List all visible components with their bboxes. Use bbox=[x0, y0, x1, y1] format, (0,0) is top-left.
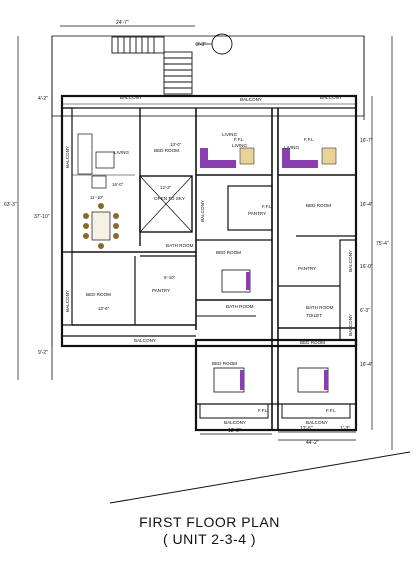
drawing-title: FIRST FLOOR PLAN bbox=[139, 514, 280, 530]
label-balcony-middle: BALCONY bbox=[200, 200, 205, 222]
sofa-middle bbox=[200, 148, 236, 168]
bed-middle bbox=[221, 269, 251, 293]
dim-right-3: 16'-0" bbox=[360, 264, 373, 270]
label-balcony-top-left: BALCONY bbox=[120, 95, 142, 100]
label-bath-room-left: BATH ROOM bbox=[166, 243, 194, 248]
label-ffl-4: F.F.L bbox=[258, 408, 268, 413]
circle-marker bbox=[211, 33, 233, 55]
label-living-right: LIVING bbox=[284, 145, 299, 150]
label-balcony-right-1: BALCONY bbox=[348, 250, 353, 272]
label-balcony-bottom-left: BALCONY bbox=[134, 338, 156, 343]
dim-bed-left-bottom: 13'-6" bbox=[98, 306, 110, 311]
dim-right-1: 16'-7" bbox=[360, 138, 373, 144]
staircase bbox=[111, 36, 193, 95]
tv-unit-middle bbox=[239, 147, 255, 165]
label-pantry-left: PANTRY bbox=[152, 288, 170, 293]
label-bath-room-right: BATH ROOM bbox=[306, 305, 334, 310]
bed-bottom-left bbox=[213, 367, 245, 393]
label-bath-room-middle: BATH ROOM bbox=[226, 304, 254, 309]
dim-top-width: 24'-7" bbox=[116, 20, 129, 26]
dim-bottom-3: 1'-3" bbox=[340, 426, 350, 432]
drawing-subtitle: ( UNIT 2-3-4 ) bbox=[162, 531, 257, 547]
dim-top-right: 3'-3" bbox=[196, 42, 206, 48]
dim-bottom-1: 12'-8" bbox=[228, 428, 241, 434]
label-open-to-sky: OPEN TO SKY bbox=[154, 196, 185, 201]
label-balcony-bottom-right: BALCONY bbox=[306, 420, 328, 425]
dim-bottom-2: 12'-5" bbox=[300, 426, 313, 432]
dim-left-mid: 37'-10" bbox=[34, 214, 50, 220]
dining-table bbox=[83, 203, 119, 249]
sofa-right bbox=[282, 148, 318, 168]
label-balcony-top-mid: BALCONY bbox=[240, 97, 262, 102]
label-ffl-5: F.F.L bbox=[326, 408, 336, 413]
label-balcony-left-lower: BALCONY bbox=[65, 290, 70, 312]
label-ffl-3: F.F.L bbox=[262, 204, 272, 209]
label-pantry-middle: PANTRY bbox=[248, 211, 266, 216]
label-balcony-top-right: BALCONY bbox=[320, 95, 342, 100]
dim-living-left: 16'-0" bbox=[112, 182, 124, 187]
dim-dining: 11'-10" bbox=[90, 195, 104, 200]
label-bedroom-middle: BED ROOM bbox=[216, 250, 241, 255]
dim-right-5: 16'-4" bbox=[360, 362, 373, 368]
tv-unit-right bbox=[321, 147, 337, 165]
dim-left-total: 63'-3" bbox=[4, 202, 17, 208]
dim-right-total: 75'-4" bbox=[376, 241, 389, 247]
label-bedroom-bottom-right: BED ROOM bbox=[300, 340, 325, 345]
label-balcony-right-2: BALCONY bbox=[348, 314, 353, 336]
label-bedroom-right: BED ROOM bbox=[306, 203, 331, 208]
label-ffl-1: F.F.L bbox=[234, 137, 244, 142]
dim-right-2: 16'-4" bbox=[360, 202, 373, 208]
label-bedroom-left-bottom: BED ROOM bbox=[86, 292, 111, 297]
label-pantry-right: PANTRY bbox=[298, 266, 316, 271]
dim-bottom-total: 44'-2" bbox=[306, 440, 319, 446]
label-balcony-left-upper: BALCONY bbox=[65, 146, 70, 168]
label-bedroom-bottom-left: BED ROOM bbox=[212, 361, 237, 366]
sofa-set-left bbox=[77, 133, 115, 189]
dim-bed-left-top: 13'-0" bbox=[170, 142, 182, 147]
label-living-left: LIVING bbox=[114, 150, 129, 155]
dim-left-lower: 9'-2" bbox=[38, 350, 48, 356]
label-ffl-2: F.F.L bbox=[304, 137, 314, 142]
label-balcony-bottom-mid: BALCONY bbox=[224, 420, 246, 425]
open-to-sky-void bbox=[139, 175, 193, 233]
dim-right-4: 6'-3" bbox=[360, 308, 370, 314]
ground-line bbox=[109, 451, 411, 504]
label-living-middle: LIVING bbox=[222, 132, 237, 137]
dim-left-upper: 4'-2" bbox=[38, 96, 48, 102]
label-bedroom-left-top: BED ROOM bbox=[154, 148, 179, 153]
dim-pantry-left: 6'-10" bbox=[164, 275, 176, 280]
label-toilet: TOILET bbox=[306, 313, 322, 318]
label-living-middle-2: LIVING bbox=[232, 143, 247, 148]
dim-sky: 12'-3" bbox=[160, 185, 172, 190]
bed-bottom-right bbox=[297, 367, 329, 393]
